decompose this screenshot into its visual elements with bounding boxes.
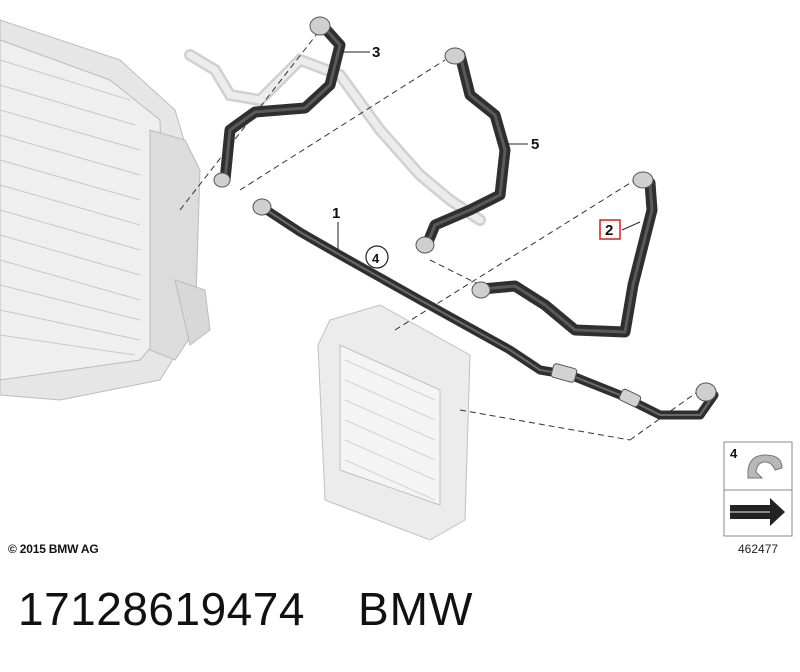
callout-4: 4: [372, 251, 380, 266]
hose-2[interactable]: [471, 171, 658, 338]
callout-4-circle: 4: [365, 245, 389, 269]
oil-cooler-ghost: [317, 304, 471, 541]
callout-2: 2: [605, 222, 613, 239]
copyright-text: © 2015 BMW AG: [8, 542, 99, 556]
caption-bar: 17128619474 BMW: [0, 582, 800, 652]
legend-box: 4: [723, 441, 793, 537]
hose-1[interactable]: [252, 198, 719, 420]
callout-1: 1: [332, 205, 340, 222]
clip-icon: [747, 454, 783, 479]
radiator-ghost: [0, 19, 211, 401]
ghost-pipe: [184, 49, 486, 226]
brand-name: BMW: [358, 583, 474, 635]
hose-3[interactable]: [213, 16, 346, 188]
callout-5: 5: [531, 136, 539, 153]
callout-2-box: 2: [599, 219, 621, 240]
parts-diagram: 3 5 1 2 4 4: [0, 16, 793, 541]
part-number: 17128619474: [18, 583, 305, 635]
legend-label-4: 4: [730, 446, 738, 461]
callout-leaders: [337, 51, 641, 250]
hose-5[interactable]: [415, 47, 511, 254]
diagram-id: 462477: [738, 542, 779, 556]
callout-3: 3: [372, 44, 380, 61]
